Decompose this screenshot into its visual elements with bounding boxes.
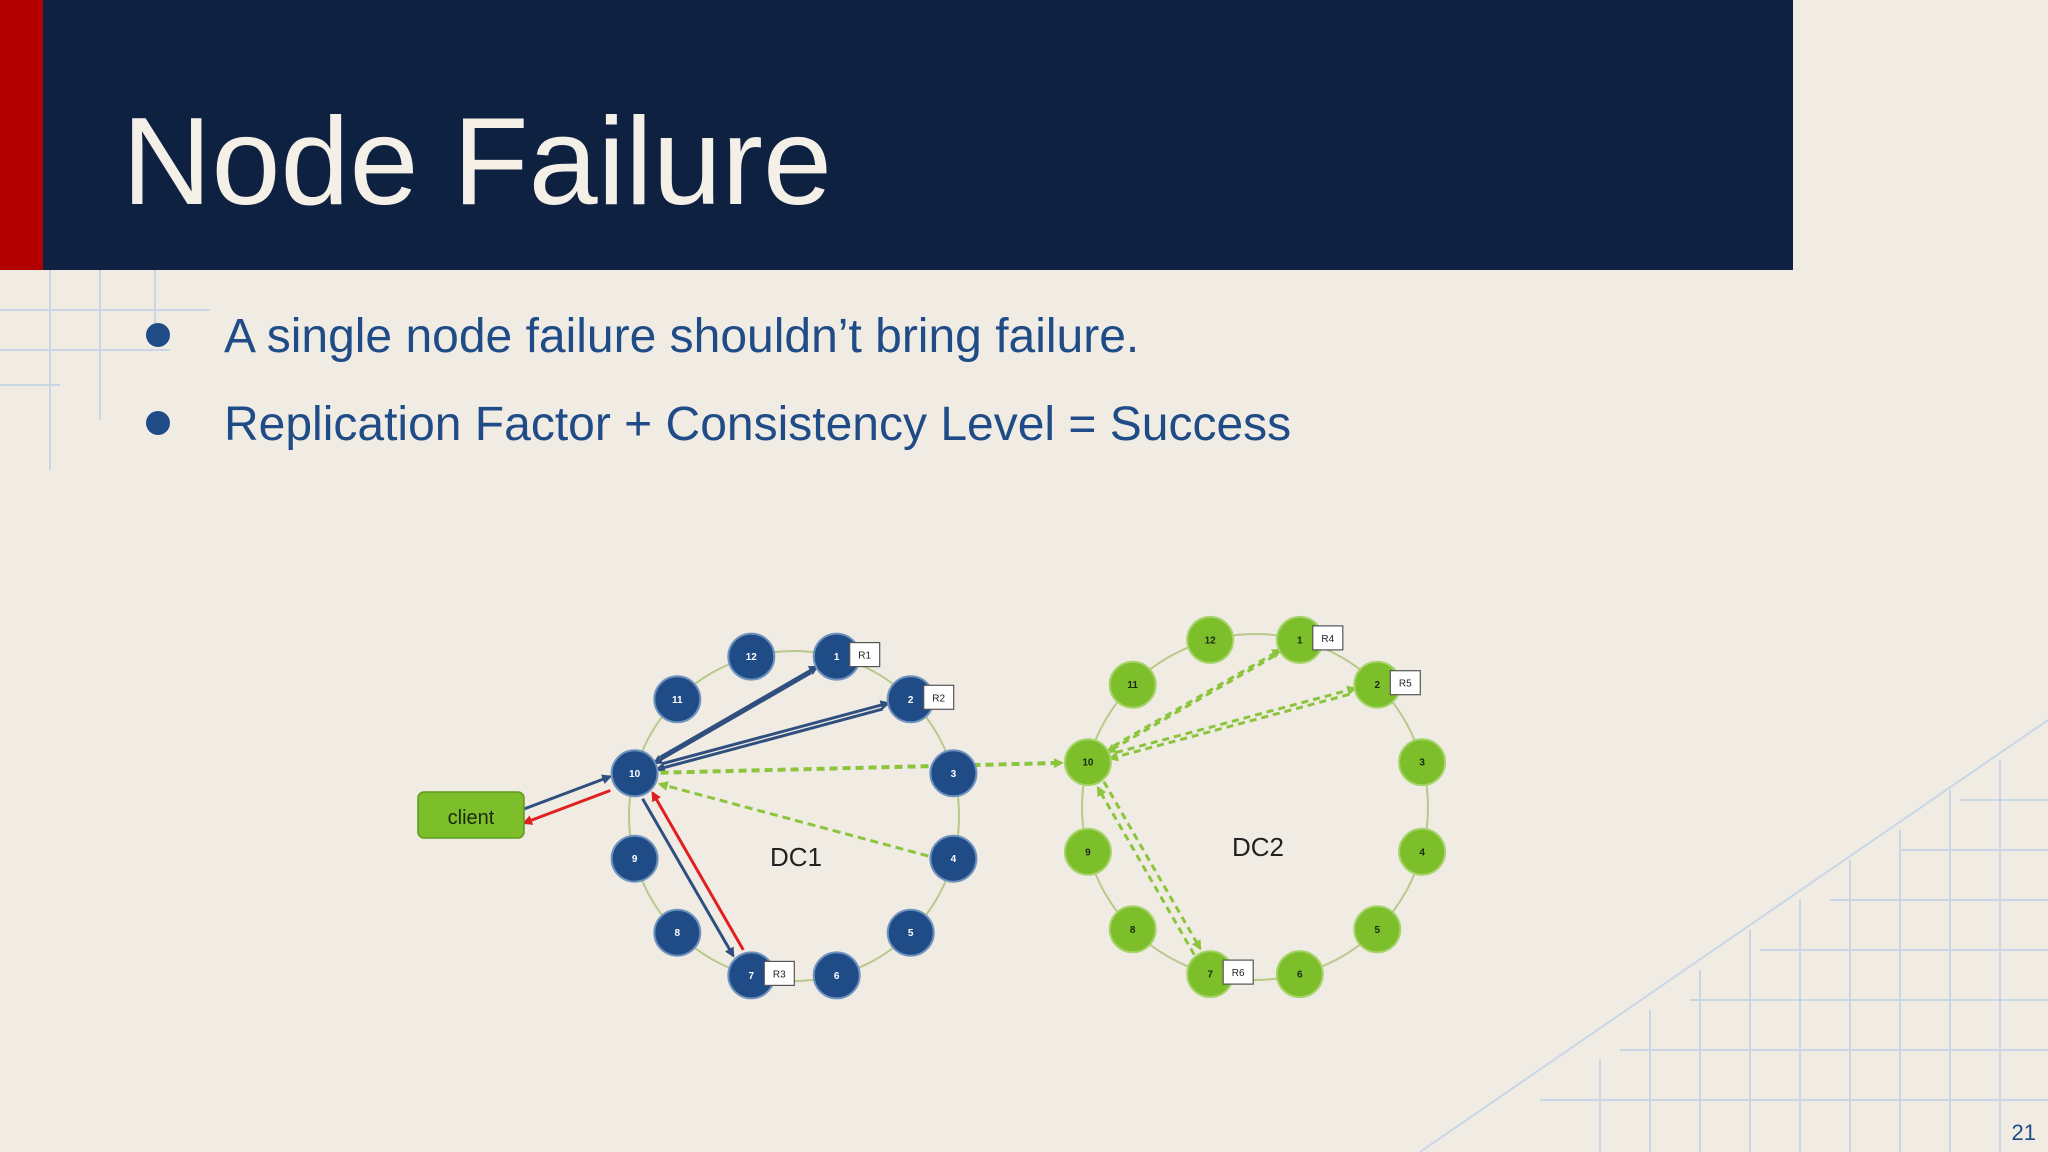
dc1-node-label: 5	[908, 928, 914, 939]
bullet-item: Replication Factor + Consistency Level =…	[140, 393, 1291, 481]
dc1-node-5	[886, 908, 935, 957]
dc2-write-arrow	[1115, 685, 1358, 754]
dc2-node-6	[1275, 950, 1324, 999]
dc2-node-11	[1108, 660, 1157, 709]
dc2-replica-label: R6	[1232, 968, 1245, 979]
dc1-node-label: 2	[908, 695, 914, 706]
dc1-node-8	[653, 908, 702, 957]
dc1-node-9	[610, 834, 659, 883]
client-label: client	[448, 807, 495, 829]
dc2-node-label: 1	[1297, 635, 1303, 646]
dc2-write-arrow	[1102, 780, 1202, 951]
dc1-node-12	[727, 632, 776, 681]
dc2-node-9	[1063, 827, 1112, 876]
dc1-node-label: 6	[834, 971, 840, 982]
dc1-node-label: 10	[629, 769, 641, 780]
dc2-node-3	[1398, 738, 1447, 787]
dc2-node-label: 11	[1127, 680, 1138, 691]
dc2-node-label: 4	[1419, 847, 1425, 858]
dc2-write-arrow	[1112, 648, 1283, 748]
dc1-node-label: 11	[672, 695, 683, 706]
dc2-node-label: 2	[1375, 680, 1381, 691]
dc1-node-label: 9	[632, 854, 638, 865]
dc2-label: DC2	[1232, 832, 1284, 862]
dc2-replica-label: R5	[1399, 679, 1412, 690]
dc2-node-label: 6	[1297, 970, 1303, 981]
dc2-node-5	[1353, 905, 1402, 954]
dc2-ack-arrow	[1096, 785, 1196, 956]
dc2-node-label: 7	[1207, 970, 1213, 981]
dc1-node-label: 12	[746, 652, 758, 663]
dc1-node-label: 3	[951, 769, 957, 780]
title-bar: Node Failure	[0, 0, 1793, 270]
dc1-node-label: 4	[951, 854, 957, 865]
dc2-node-label: 10	[1082, 758, 1094, 769]
dc1-node-4	[929, 834, 978, 883]
dc1-ack-arrow	[654, 707, 883, 773]
client-request-arrow	[523, 774, 613, 811]
page-number: 21	[2011, 1120, 2036, 1145]
dc1-label: DC1	[770, 842, 822, 872]
dc1-node-label: 7	[749, 971, 755, 982]
bullet-dot-icon	[146, 411, 170, 435]
dc2-ack-arrow	[1108, 692, 1350, 762]
dc2-node-label: 9	[1085, 847, 1091, 858]
dc1-failure-ack-arrow	[651, 791, 745, 951]
cross-dc-arrow	[660, 758, 1064, 775]
dc1-node-11	[653, 675, 702, 724]
dc2-replica-tag	[1312, 625, 1344, 651]
dc2-replica-tag	[1222, 959, 1254, 985]
client-response-arrow	[522, 789, 611, 825]
dc1-replica-label: R1	[858, 651, 871, 662]
dc2-node-12	[1186, 615, 1235, 664]
dc2-node-label: 12	[1205, 635, 1217, 646]
dc2-node-4	[1398, 827, 1447, 876]
bullet-dot-icon	[146, 323, 170, 347]
dc1-replica-tag	[849, 641, 881, 668]
dc2-ack-arrow	[1105, 654, 1276, 754]
bullet-text: A single node failure shouldn’t bring fa…	[224, 310, 1140, 363]
dc1-node-3	[929, 749, 978, 798]
dc1-node-10	[610, 749, 659, 798]
client-box: client	[417, 791, 525, 839]
dc2-node-8	[1108, 905, 1157, 954]
dc1-replica-tag	[923, 684, 955, 710]
dc1-write-arrow	[659, 665, 819, 759]
dc1-node-label: 1	[834, 652, 840, 663]
bullet-list: A single node failure shouldn’t bring fa…	[140, 305, 1291, 481]
dc1-replica-label: R3	[773, 969, 786, 980]
dc2-node-10	[1063, 738, 1112, 787]
slide-title: Node Failure	[122, 93, 832, 231]
bullet-item: A single node failure shouldn’t bring fa…	[140, 305, 1291, 393]
bullet-text: Replication Factor + Consistency Level =…	[224, 398, 1292, 451]
dc1-replica-label: R2	[932, 693, 945, 704]
title-accent-stripe	[0, 0, 43, 270]
cross-dc-return-arrow	[657, 781, 929, 858]
dc1-node-6	[812, 951, 861, 1000]
dc2-node-label: 3	[1419, 758, 1425, 769]
dc2-replica-label: R4	[1321, 634, 1334, 645]
dc2-replica-tag	[1389, 670, 1421, 696]
dc1-write-arrow	[662, 700, 891, 766]
dc2-node-label: 8	[1130, 925, 1136, 936]
dc2-node-label: 5	[1375, 925, 1381, 936]
dc1-write-arrow	[641, 798, 735, 958]
arrows-layer	[522, 648, 1358, 958]
dc1-ack-arrow	[652, 671, 812, 765]
dc1-node-label: 8	[675, 928, 681, 939]
dc1-replica-tag	[763, 960, 795, 987]
